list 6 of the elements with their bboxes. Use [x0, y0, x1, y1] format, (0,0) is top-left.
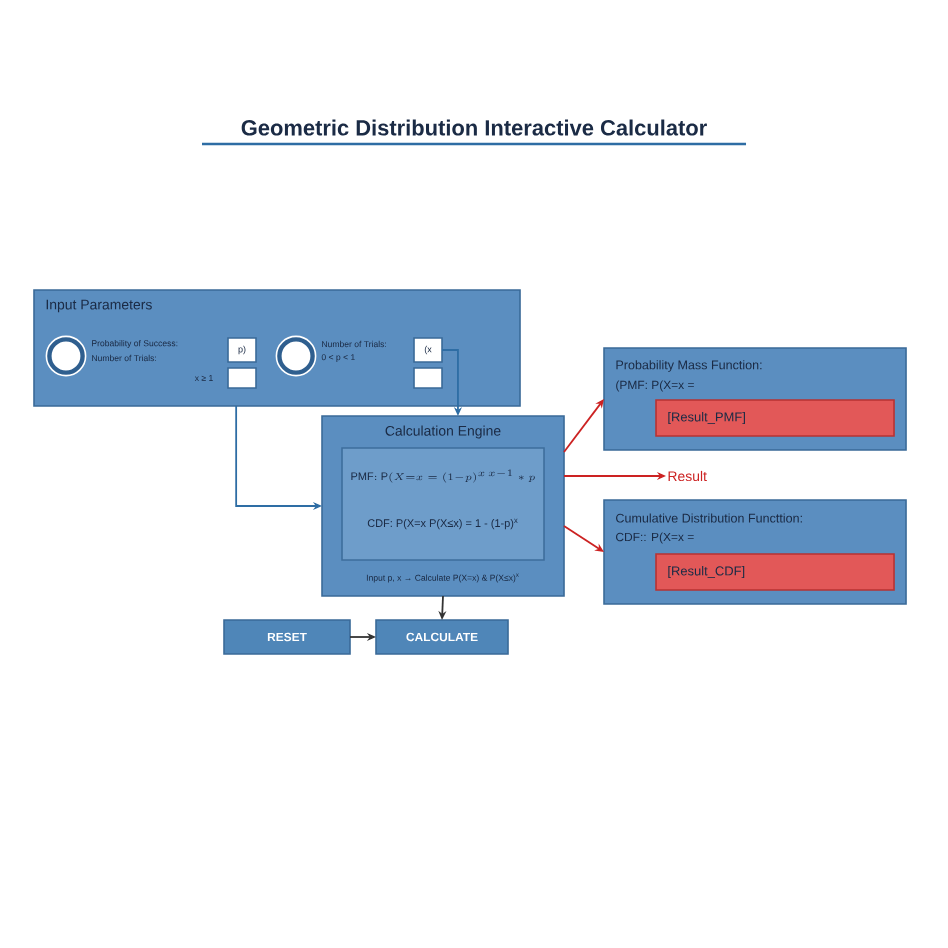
title: Geometric Distribution Interactive Calculator [241, 119, 707, 136]
arrow [563, 525, 604, 552]
arrow [563, 399, 604, 453]
input-field [413, 367, 443, 389]
input-field [227, 367, 257, 389]
formula-text: $\mathrm{PMF{:}}\ \mathrm{P}(X{=}x = (1{-}p)^{x\,x-1} * p$ [351, 469, 535, 483]
